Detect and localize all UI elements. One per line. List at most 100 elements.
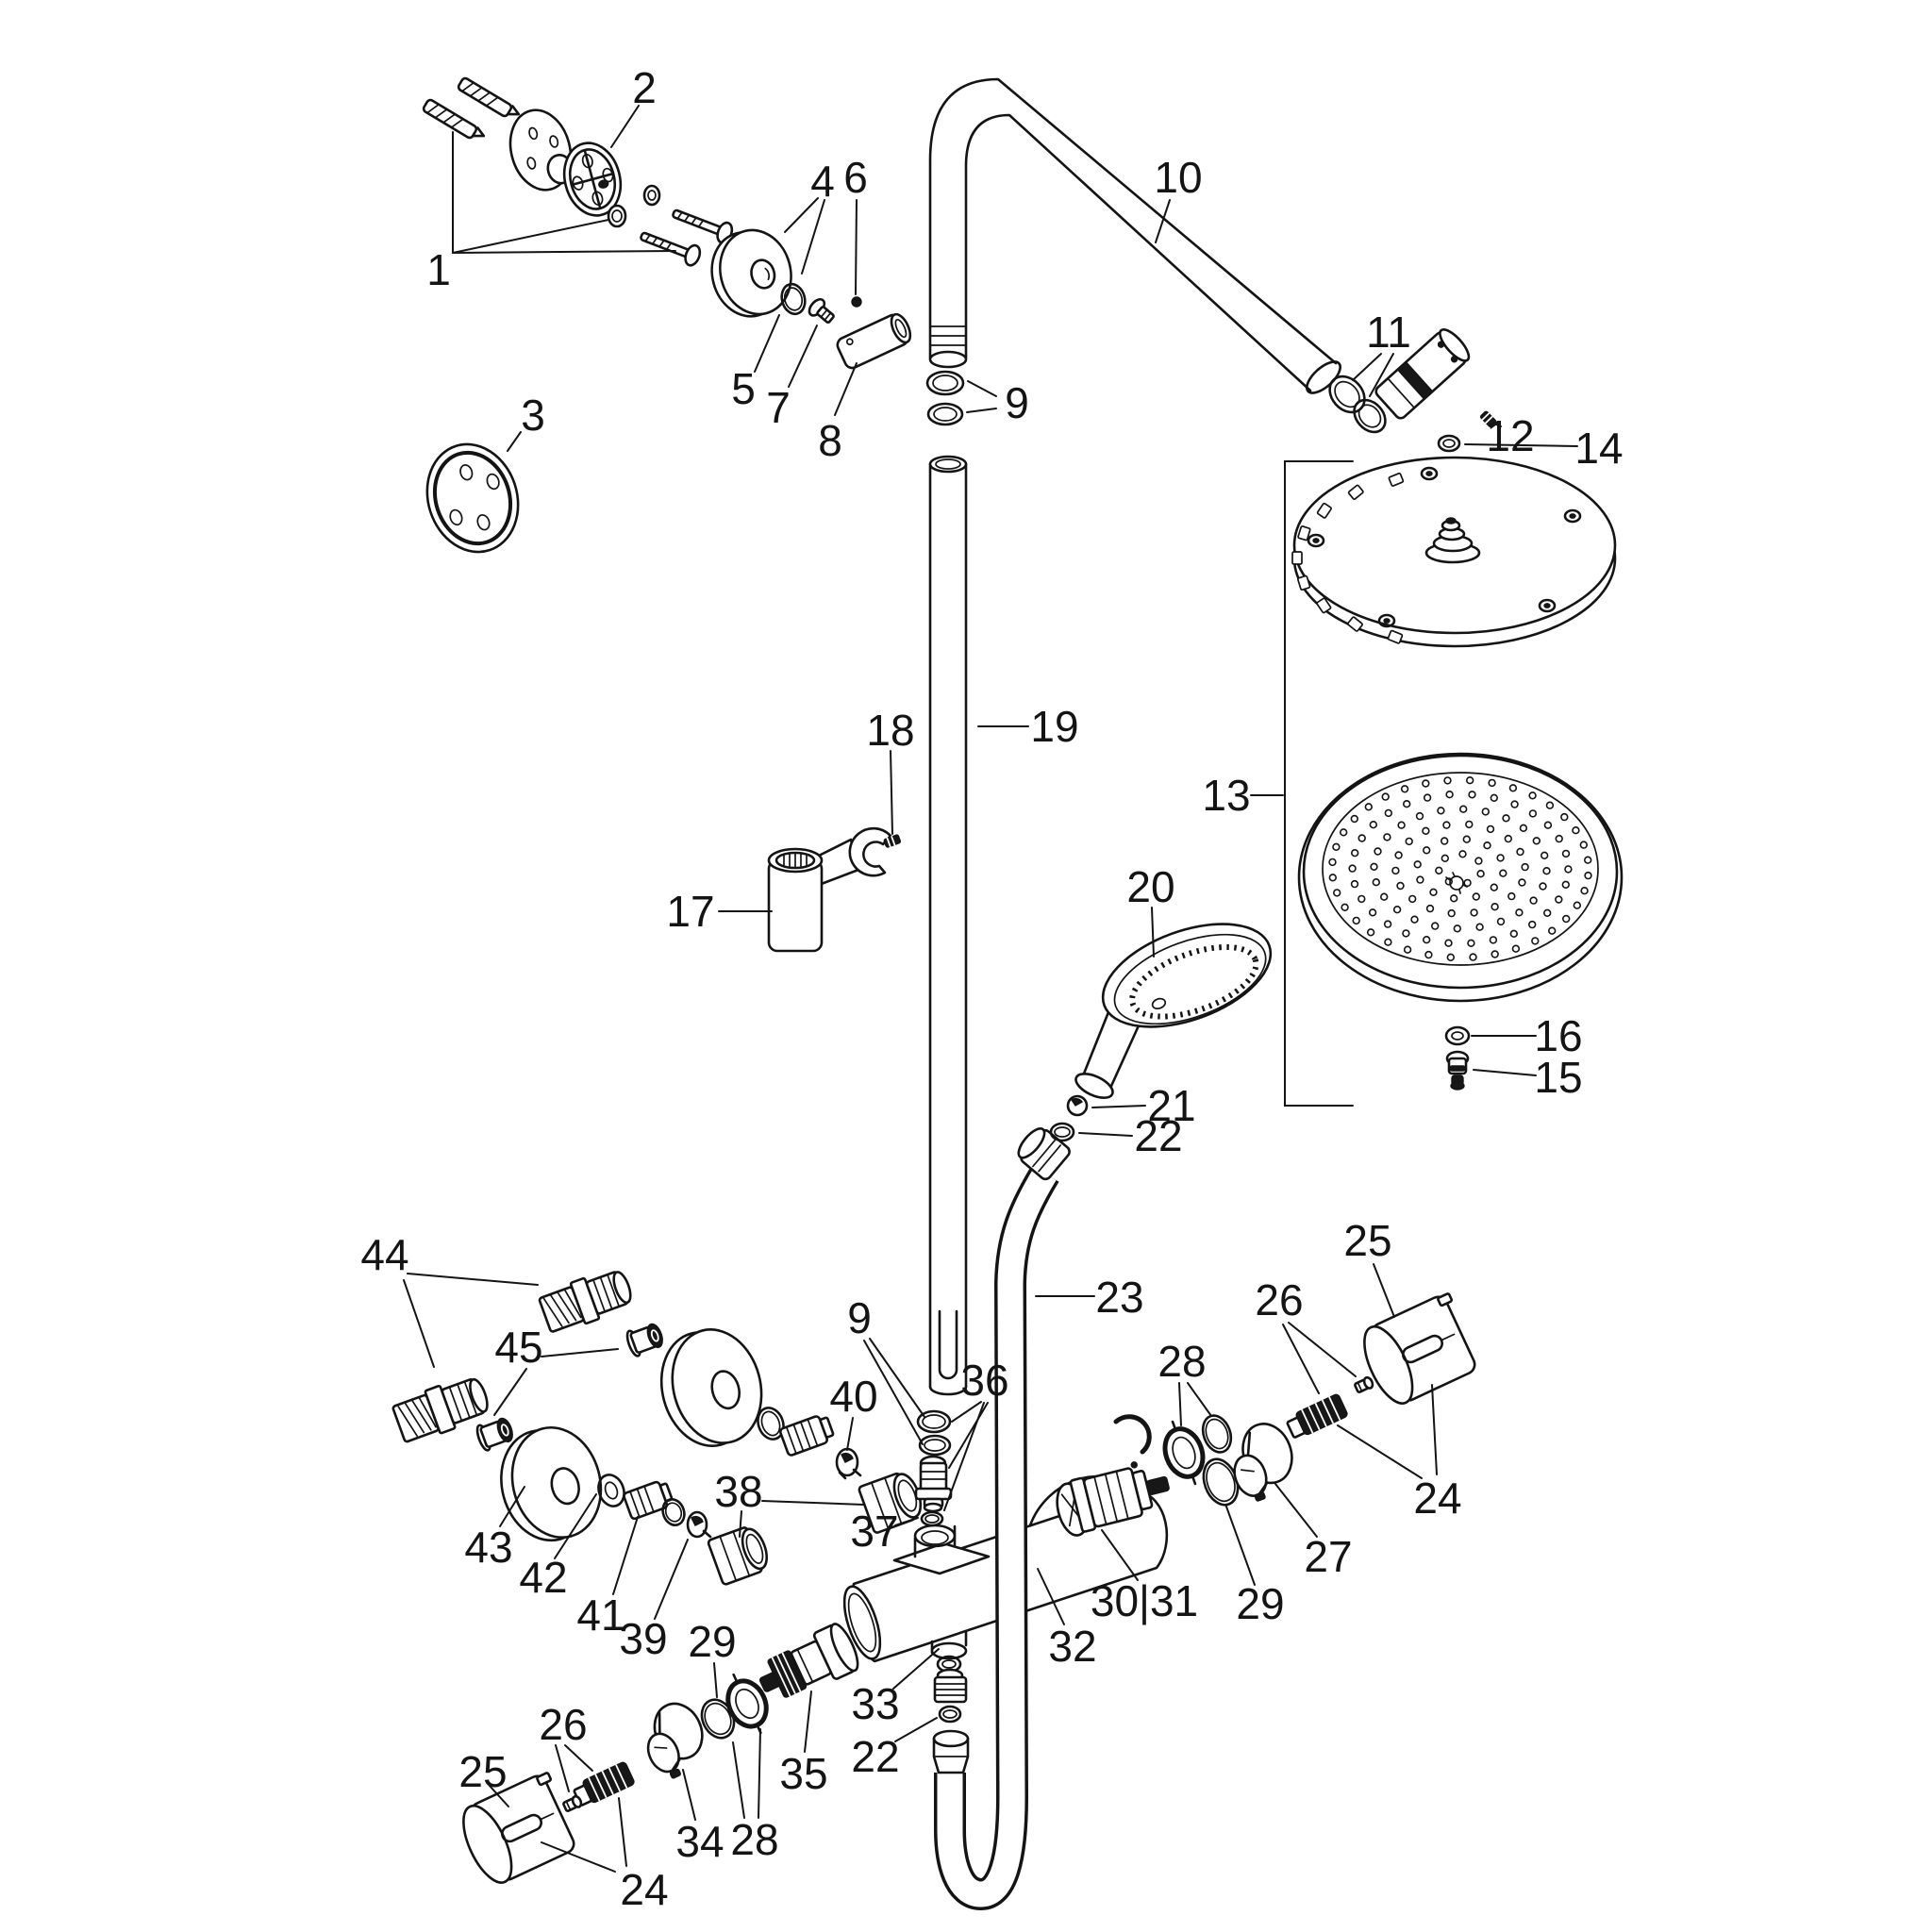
spray-nozzle-dot <box>1384 808 1393 818</box>
valve-insert-part40 <box>835 1447 862 1480</box>
spray-nozzle-dot <box>1458 805 1468 813</box>
spray-nozzle-dot <box>1509 929 1519 938</box>
leader-line <box>1352 353 1382 381</box>
spray-nozzle-dot <box>1397 821 1406 829</box>
part-label-17: 17 <box>666 887 773 936</box>
spray-nozzle-dot <box>1463 878 1472 888</box>
connector-part36 <box>914 1455 953 1513</box>
part-label-42: 42 <box>519 1493 597 1602</box>
leader-line <box>654 1539 689 1620</box>
leader-line <box>1225 1506 1256 1586</box>
spray-nozzle-dot <box>1374 847 1382 856</box>
part-label-39: 39 <box>619 1539 689 1663</box>
leader-line <box>732 1741 745 1819</box>
spray-nozzle-dot <box>1527 920 1537 929</box>
part-label-29: 29 <box>688 1617 737 1698</box>
spray-nozzle-dot <box>1435 866 1443 874</box>
spray-nozzle-dot <box>1511 944 1521 953</box>
part-label-2: 2 <box>610 63 657 148</box>
spray-nozzle-dot <box>1422 779 1430 788</box>
spray-nozzle-dot <box>1402 929 1410 938</box>
spray-nozzle-dot <box>1341 903 1349 911</box>
s-union-part44 <box>538 1271 632 1333</box>
part-number-text: 42 <box>519 1553 567 1602</box>
hose-part23 <box>934 1165 1059 1911</box>
part-number-text: 16 <box>1534 1011 1582 1060</box>
spray-nozzle-dot <box>1490 793 1499 802</box>
part-number-text: 22 <box>851 1732 899 1781</box>
spray-nozzle-dot <box>1413 860 1422 869</box>
part-label-12: 12 <box>1486 411 1534 460</box>
part-number-text: 3 <box>521 391 545 440</box>
leader-line <box>788 325 818 388</box>
arm-connector-part12 <box>1374 328 1471 420</box>
part-number-text: 27 <box>1304 1532 1352 1581</box>
spray-nozzle-dot <box>1539 882 1547 891</box>
part-number-text: 37 <box>850 1507 898 1556</box>
spray-nozzle-dot <box>1489 936 1498 944</box>
spray-nozzle-dot <box>1560 812 1569 822</box>
part-number-text: 6 <box>843 153 868 202</box>
check-valve-part21 <box>1066 1094 1089 1117</box>
s-union-part44 <box>391 1377 489 1443</box>
spray-nozzle-dot <box>1441 854 1450 862</box>
leader-line <box>1464 443 1578 447</box>
spray-nozzle-dot <box>1357 834 1366 842</box>
spray-nozzle-dot <box>1403 945 1412 954</box>
part-number-text: 5 <box>731 364 756 413</box>
part-number-text: 33 <box>851 1679 899 1728</box>
spray-nozzle-dot <box>1474 857 1483 865</box>
overhead-spray-plate <box>1297 752 1624 1003</box>
hose-end-connector <box>932 1729 970 1774</box>
leader-line <box>1037 1568 1065 1625</box>
spray-nozzle-dot <box>1440 837 1449 845</box>
leader-line <box>1491 422 1502 427</box>
part-label-34: 34 <box>675 1769 724 1866</box>
washer-part42 <box>597 1474 625 1507</box>
spray-nozzle-dot <box>1584 871 1592 880</box>
handle-part25 <box>462 1772 575 1884</box>
spray-nozzle-dot <box>1370 862 1378 871</box>
leader-line <box>507 431 522 452</box>
set-screw-part18 <box>883 834 902 848</box>
part-label-26: 26 <box>539 1700 593 1792</box>
part-number-text: 24 <box>620 1865 668 1914</box>
leader-line <box>967 380 997 397</box>
spray-nozzle-dot <box>1366 928 1375 937</box>
part-number-text: 9 <box>847 1293 872 1342</box>
part-label-25: 25 <box>458 1747 509 1807</box>
part-number-text: 41 <box>576 1591 625 1640</box>
leader-line <box>499 1486 525 1527</box>
spray-nozzle-dot <box>1352 916 1360 925</box>
leader-line <box>713 1662 718 1698</box>
spray-nozzle-dot <box>1528 791 1537 800</box>
spray-nozzle-dot <box>1348 864 1357 873</box>
spray-nozzle-dot <box>1486 824 1495 834</box>
part-number-text: 10 <box>1154 153 1202 202</box>
part-label-25: 25 <box>1343 1216 1395 1318</box>
shower-arm-part10 <box>928 77 1341 394</box>
spray-nozzle-dot <box>1332 842 1341 851</box>
part-number-text: 8 <box>818 416 842 465</box>
part-label-27: 27 <box>1274 1483 1353 1581</box>
spray-nozzle-dot <box>1328 874 1338 882</box>
overhead-shower-body <box>1291 456 1617 648</box>
spray-nozzle-dot <box>1579 841 1589 849</box>
spray-nozzle-dot <box>1475 923 1484 931</box>
leader-line <box>452 219 609 254</box>
o-ring <box>642 184 661 207</box>
spray-nozzle-dot <box>1350 814 1359 824</box>
spray-nozzle-dot <box>1444 939 1453 947</box>
rim-notch <box>1296 575 1311 591</box>
spray-nozzle-dot <box>1564 865 1573 874</box>
wall-plug-anchor <box>422 98 486 140</box>
leader-line <box>1431 1384 1438 1475</box>
rim-notch <box>1347 616 1363 632</box>
part-label-9: 9 <box>847 1293 925 1445</box>
spray-nozzle-dot <box>1529 896 1538 905</box>
spray-nozzle-dot <box>1396 881 1405 891</box>
leader-line <box>846 1417 854 1451</box>
spray-nozzle-dot <box>1422 826 1430 835</box>
spray-nozzle-dot <box>1555 834 1563 843</box>
